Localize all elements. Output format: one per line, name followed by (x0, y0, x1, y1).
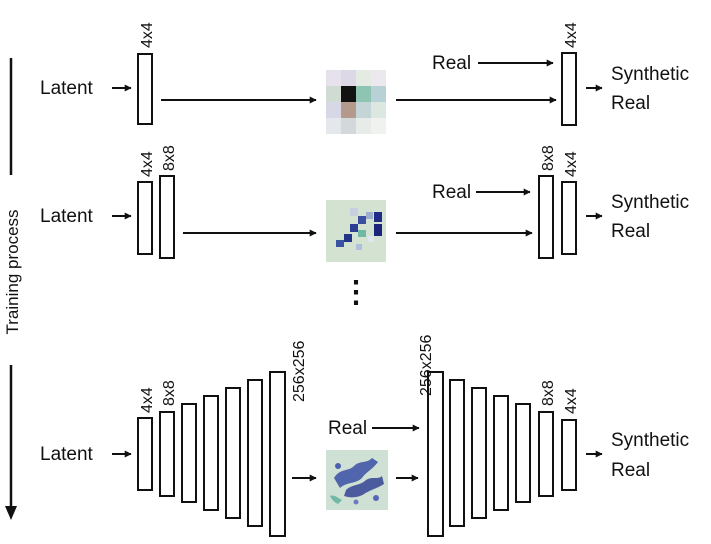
generator-resolution-label: 8x8 (161, 145, 178, 171)
real-input-label: Real (432, 53, 471, 74)
stage-2: Latent 4x4 8x8 Real 8x8 4x4 Synthet (40, 145, 689, 262)
down-arrow-icon (5, 506, 17, 520)
discriminator-layer (538, 411, 554, 497)
discriminator-resolution-label: 8x8 (540, 380, 557, 406)
generator-layer (137, 417, 153, 491)
synthetic-label: Synthetic (611, 192, 689, 213)
generator-resolution-label: 4x4 (139, 387, 156, 413)
generator-layer (137, 181, 153, 255)
stage-1: Latent 4x4 Real 4x4 (40, 22, 689, 134)
generated-image-4x4 (326, 70, 386, 134)
generator-layer (247, 379, 263, 527)
discriminator-layer (561, 419, 577, 491)
discriminator-layer (561, 181, 577, 255)
real-input-label: Real (328, 418, 367, 439)
training-process-label: Training process (3, 209, 22, 334)
discriminator-resolution-label: 4x4 (563, 151, 580, 177)
latent-label: Latent (40, 444, 94, 465)
synthetic-label: Synthetic (611, 430, 689, 451)
generator-layer (137, 53, 153, 125)
discriminator-layer (515, 403, 531, 503)
discriminator-resolution-label: 4x4 (563, 388, 580, 414)
discriminator-layer (561, 52, 577, 126)
discriminator-layer (449, 379, 465, 527)
discriminator-resolution-label: 4x4 (563, 22, 580, 48)
discriminator-layer (427, 371, 444, 537)
training-process-axis: Training process (3, 58, 22, 520)
ellipsis-icon: ⋮ (341, 276, 371, 309)
real-output-label: Real (611, 460, 650, 481)
real-output-label: Real (611, 221, 650, 242)
generated-image-256x256 (326, 450, 388, 510)
generator-resolution-label: 4x4 (139, 151, 156, 177)
generator-resolution-label: 256x256 (291, 341, 308, 402)
generator-resolution-label: 4x4 (139, 22, 156, 48)
latent-label: Latent (40, 78, 94, 99)
discriminator-layer (471, 387, 487, 519)
discriminator-resolution-label: 256x256 (418, 335, 435, 396)
generator-layer (269, 371, 286, 537)
stage-3: Latent 4x4 8x8 256x256 Real (40, 335, 689, 537)
discriminator-layer (538, 175, 554, 259)
real-input-label: Real (432, 182, 471, 203)
real-output-label: Real (611, 93, 650, 114)
discriminator-resolution-label: 8x8 (540, 145, 557, 171)
generator-layer (225, 387, 241, 519)
synthetic-label: Synthetic (611, 64, 689, 85)
generator-layer (203, 395, 219, 511)
discriminator-layer (493, 395, 509, 511)
generator-layer (159, 411, 175, 497)
generator-layer (159, 175, 175, 259)
latent-label: Latent (40, 206, 94, 227)
generated-image-8x8 (326, 200, 386, 262)
generator-layer (181, 403, 197, 503)
generator-resolution-label: 8x8 (161, 380, 178, 406)
